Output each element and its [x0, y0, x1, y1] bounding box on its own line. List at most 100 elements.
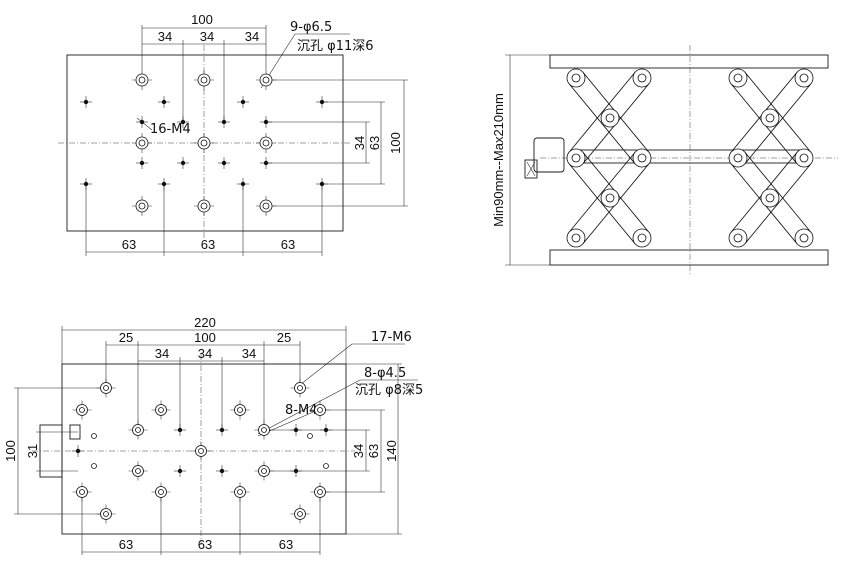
small-hole	[307, 433, 313, 439]
tapped-hole	[75, 448, 81, 454]
pivot-pin	[571, 233, 581, 243]
tapped-hole	[161, 99, 167, 105]
base-platform	[549, 249, 829, 266]
counterbore-hole-inner	[261, 427, 267, 433]
dim-100-top: 100	[194, 330, 216, 345]
dim-34-right: 34	[352, 136, 367, 150]
counterbore-hole-inner	[237, 489, 243, 495]
dim-34-b: 34	[198, 346, 212, 361]
tapped-hole	[221, 160, 227, 166]
dim-63-b: 63	[198, 537, 212, 552]
pivot-pin	[765, 113, 775, 123]
counterbore-hole-inner	[297, 511, 303, 517]
dim-63-right: 63	[366, 444, 381, 458]
counterbore-hole-inner	[317, 489, 323, 495]
pivot-pin	[799, 233, 809, 243]
dim-220: 220	[194, 315, 216, 330]
dim-63-a: 63	[122, 237, 136, 252]
dim-34-c: 34	[245, 29, 259, 44]
counterbore-hole-inner	[135, 468, 141, 474]
tapped-hole	[180, 160, 186, 166]
bottom-view: 220 25 100 25 34 34 34 63 63 63 100 31	[3, 315, 423, 555]
dim-63-right: 63	[367, 136, 382, 150]
callout-m6: 17-M6	[371, 330, 412, 345]
pivot-pin	[637, 153, 647, 163]
callout-m4: 8-M4	[285, 403, 317, 418]
small-hole	[91, 463, 97, 469]
counterbore-hole-inner	[262, 76, 270, 84]
pivot-pin	[733, 73, 743, 83]
counterbore-hole-inner	[103, 511, 109, 517]
counterbore-hole-inner	[138, 76, 146, 84]
counterbore-hole-inner	[138, 139, 146, 147]
bottom-hole-pattern	[72, 378, 332, 524]
counterbore-hole-inner	[261, 468, 267, 474]
tapped-hole	[263, 160, 269, 166]
dim-63-c: 63	[281, 237, 295, 252]
height-range-label: Min90mm--Max210mm	[491, 93, 506, 227]
dim-100-right: 100	[388, 132, 403, 154]
callout-holes: 8-φ4.5	[364, 366, 406, 381]
scissor-linkage	[566, 68, 814, 248]
tapped-hole	[221, 119, 227, 125]
side-view: Min90mm--Max210mm	[491, 45, 838, 275]
tapped-hole	[240, 99, 246, 105]
pivot-pin	[637, 233, 647, 243]
dim-34-c: 34	[242, 346, 256, 361]
counterbore-hole-inner	[158, 407, 164, 413]
counterbore-hole-inner	[158, 489, 164, 495]
counterbore-hole-inner	[135, 427, 141, 433]
knob-cap	[524, 159, 538, 179]
dim-34-b: 34	[200, 29, 214, 44]
counterbore-hole-inner	[237, 407, 243, 413]
leader-tapped	[136, 117, 153, 131]
tapped-hole	[83, 99, 89, 105]
tapped-hole	[161, 181, 167, 187]
dim-34-a: 34	[158, 29, 172, 44]
tapped-hole	[240, 181, 246, 187]
counterbore-hole-inner	[262, 202, 270, 210]
pivot-pin	[799, 73, 809, 83]
callout-counterbore: 沉孔 φ11深6	[297, 39, 374, 54]
dim-34-a: 34	[155, 346, 169, 361]
tapped-hole	[180, 119, 186, 125]
pivot-pin	[765, 193, 775, 203]
leader-holes	[257, 379, 361, 435]
tapped-hole	[139, 119, 145, 125]
pivot-pin	[637, 73, 647, 83]
small-hole	[323, 463, 329, 469]
knob-knurl	[526, 161, 536, 177]
tapped-hole	[219, 427, 225, 433]
callout-tapped: 16-M4	[150, 122, 191, 137]
pivot-pin	[733, 153, 743, 163]
tapped-hole	[293, 427, 299, 433]
counterbore-hole-inner	[103, 385, 109, 391]
adjustment-knob	[533, 137, 565, 173]
dim-100-top: 100	[191, 12, 213, 27]
pivot-pin	[605, 113, 615, 123]
tapped-hole	[293, 468, 299, 474]
dim-63-a: 63	[119, 537, 133, 552]
dim-34-right: 34	[351, 444, 366, 458]
tapped-hole	[83, 181, 89, 187]
counterbore-hole-inner	[297, 385, 303, 391]
counterbore-hole-inner	[200, 76, 208, 84]
counterbore-hole-inner	[200, 139, 208, 147]
counterbore-hole-inner	[79, 407, 85, 413]
dim-31-left: 31	[25, 444, 40, 458]
dim-100-left: 100	[3, 440, 18, 462]
top-hole-pattern	[80, 70, 328, 216]
counterbore-hole-inner	[262, 139, 270, 147]
tapped-hole	[219, 468, 225, 474]
counterbore-hole-inner	[79, 489, 85, 495]
dim-63-c: 63	[279, 537, 293, 552]
pivot-pin	[733, 233, 743, 243]
tapped-hole	[319, 181, 325, 187]
pivot-pin	[605, 193, 615, 203]
tapped-hole	[177, 427, 183, 433]
tapped-hole	[319, 99, 325, 105]
dim-25-left: 25	[119, 330, 133, 345]
tapped-hole	[139, 160, 145, 166]
pivot-pin	[571, 153, 581, 163]
